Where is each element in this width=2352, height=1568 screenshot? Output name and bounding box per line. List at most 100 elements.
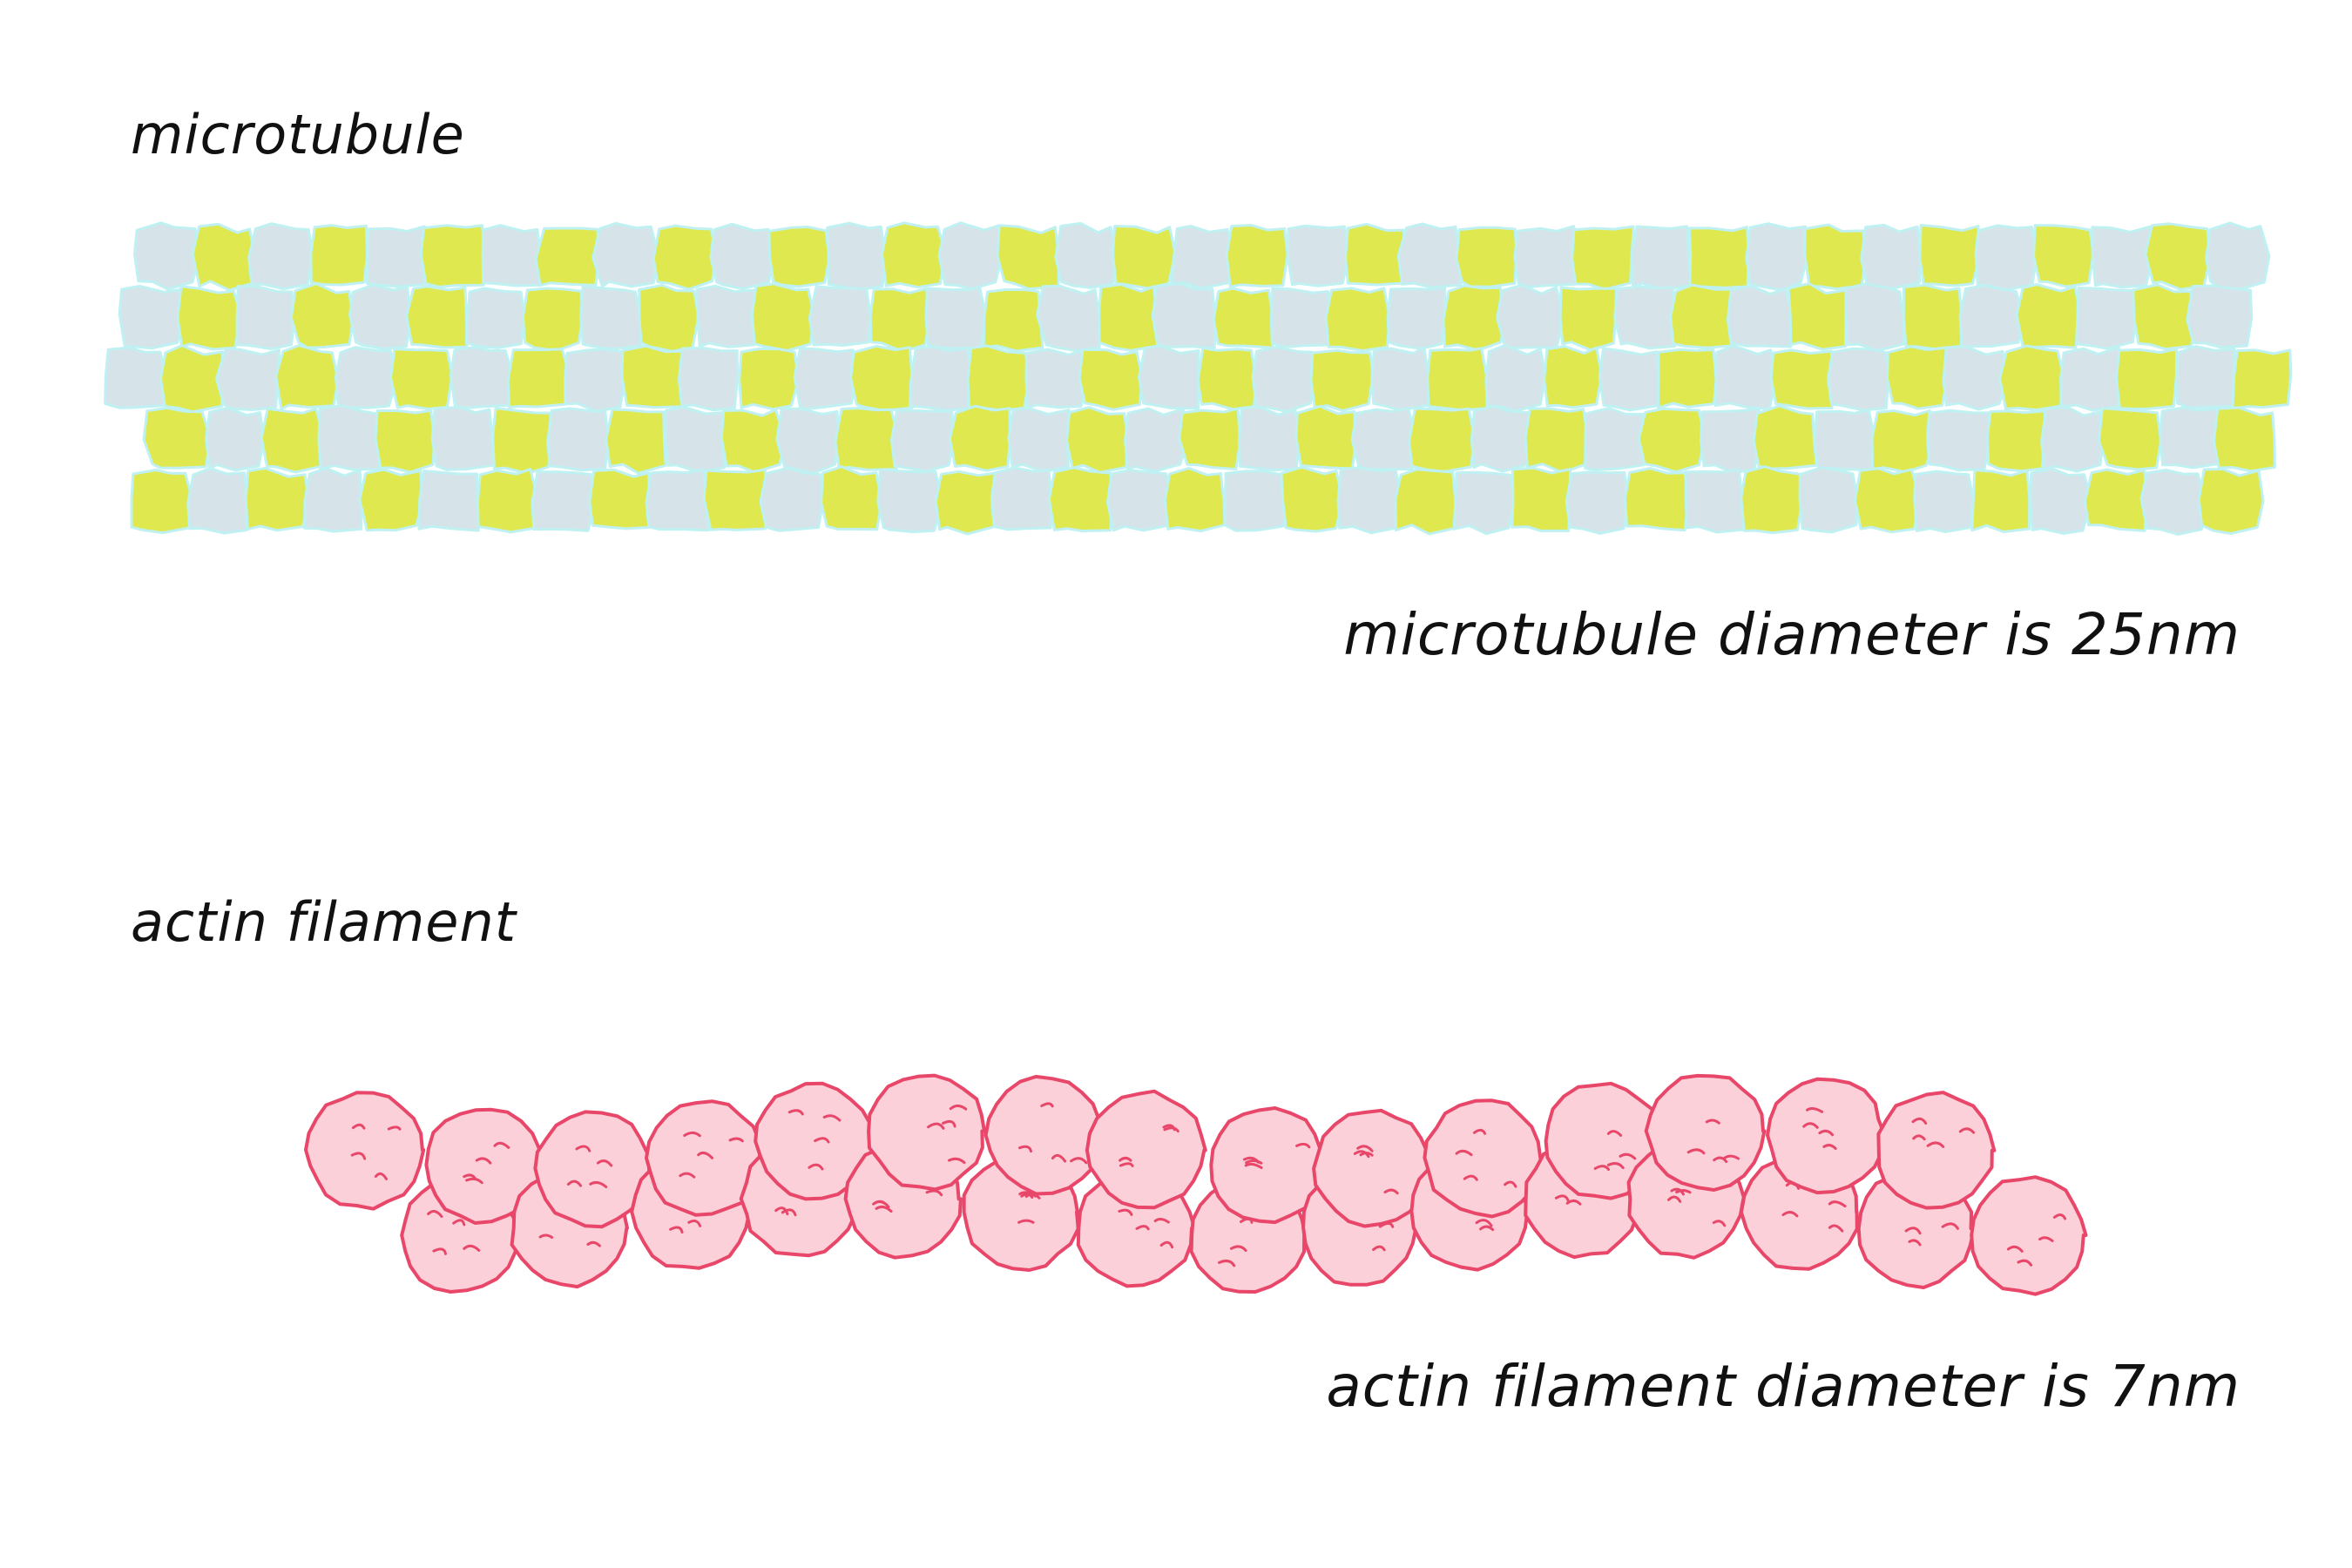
- beta-tubulin-subunit: [1065, 406, 1130, 474]
- beta-tubulin-subunit: [1225, 224, 1289, 288]
- beta-tubulin-subunit: [966, 344, 1031, 412]
- g-actin-monomer: [424, 1107, 544, 1225]
- beta-tubulin-subunit: [1212, 287, 1274, 349]
- alpha-tubulin-subunit: [1958, 284, 2024, 348]
- beta-tubulin-subunit: [2197, 468, 2265, 535]
- beta-tubulin-subunit: [1998, 344, 2065, 412]
- alpha-tubulin-subunit: [909, 345, 972, 412]
- beta-tubulin-subunit: [2083, 468, 2148, 532]
- alpha-tubulin-subunit: [1251, 345, 1315, 413]
- beta-tubulin-subunit: [1985, 409, 2046, 473]
- alpha-tubulin-subunit: [1170, 225, 1236, 290]
- alpha-tubulin-subunit: [348, 283, 413, 351]
- beta-tubulin-subunit: [1098, 283, 1159, 352]
- alpha-tubulin-subunit: [1036, 284, 1101, 353]
- alpha-tubulin-subunit: [366, 225, 428, 288]
- beta-tubulin-subunit: [1111, 225, 1177, 290]
- beta-tubulin-subunit: [2144, 222, 2212, 291]
- beta-tubulin-subunit: [389, 348, 454, 410]
- actin-filament-title: actin filament: [131, 890, 517, 954]
- alpha-tubulin-subunit: [1813, 409, 1876, 471]
- alpha-tubulin-subunit: [1727, 285, 1794, 348]
- alpha-tubulin-subunit: [1350, 407, 1417, 471]
- alpha-tubulin-subunit: [808, 285, 872, 347]
- alpha-tubulin-subunit: [1452, 470, 1516, 536]
- beta-tubulin-subunit: [996, 224, 1061, 291]
- alpha-tubulin-subunit: [564, 348, 627, 413]
- beta-tubulin-subunit: [868, 287, 931, 353]
- g-actin-monomer: [1312, 1108, 1432, 1228]
- beta-tubulin-subunit: [1408, 407, 1476, 473]
- alpha-tubulin-subunit: [826, 221, 888, 292]
- alpha-tubulin-subunit: [2175, 345, 2236, 409]
- beta-tubulin-subunit: [1047, 466, 1114, 532]
- alpha-tubulin-subunit: [1106, 469, 1173, 532]
- alpha-tubulin-subunit: [937, 221, 1004, 291]
- alpha-tubulin-subunit: [1224, 470, 1288, 532]
- alpha-tubulin-subunit: [759, 466, 826, 532]
- beta-tubulin-subunit: [358, 468, 424, 532]
- beta-tubulin-subunit: [274, 344, 340, 410]
- beta-tubulin-subunit: [638, 283, 700, 353]
- microtubule-diameter-label: microtubule diameter is 25nm: [1343, 601, 2240, 668]
- alpha-tubulin-subunit: [1613, 285, 1680, 350]
- g-actin-monomer: [1970, 1175, 2088, 1296]
- beta-tubulin-subunit: [702, 468, 768, 531]
- beta-tubulin-subunit: [1769, 348, 1835, 410]
- beta-tubulin-subunit: [142, 406, 212, 470]
- beta-tubulin-subunit: [1196, 347, 1258, 411]
- alpha-tubulin-subunit: [1269, 287, 1334, 348]
- alpha-tubulin-subunit: [417, 470, 480, 532]
- alpha-tubulin-subunit: [1496, 283, 1565, 349]
- alpha-tubulin-subunit: [678, 346, 740, 412]
- alpha-tubulin-subunit: [2159, 406, 2220, 470]
- alpha-tubulin-subunit: [1396, 222, 1463, 289]
- beta-tubulin-subunit: [1558, 286, 1618, 352]
- beta-tubulin-subunit: [767, 226, 831, 288]
- beta-tubulin-subunit: [1623, 467, 1690, 532]
- alpha-tubulin-subunit: [1798, 466, 1859, 534]
- beta-tubulin-subunit: [1280, 465, 1345, 533]
- alpha-tubulin-subunit: [890, 409, 955, 473]
- alpha-tubulin-subunit: [1827, 347, 1890, 412]
- alpha-tubulin-subunit: [579, 285, 643, 351]
- alpha-tubulin-subunit: [2059, 346, 2121, 412]
- alpha-tubulin-subunit: [1054, 221, 1120, 289]
- alpha-tubulin-subunit: [132, 221, 201, 291]
- alpha-tubulin-subunit: [215, 347, 280, 411]
- beta-tubulin-subunit: [1637, 407, 1707, 474]
- beta-tubulin-subunit: [834, 407, 901, 471]
- beta-tubulin-subunit: [1163, 467, 1227, 533]
- alpha-tubulin-subunit: [2139, 469, 2207, 536]
- beta-tubulin-subunit: [491, 407, 553, 475]
- beta-tubulin-subunit: [1294, 404, 1357, 470]
- alpha-tubulin-subunit: [1151, 282, 1217, 349]
- beta-tubulin-subunit: [738, 347, 801, 411]
- alpha-tubulin-subunit: [1024, 348, 1090, 409]
- beta-tubulin-subunit: [1324, 287, 1391, 353]
- alpha-tubulin-subunit: [430, 406, 496, 471]
- beta-tubulin-subunit: [880, 221, 947, 289]
- actin-filament-illustration: [304, 1073, 2088, 1296]
- beta-tubulin-subunit: [1078, 348, 1144, 411]
- actin-monomer-chain: [304, 1073, 2088, 1296]
- alpha-tubulin-subunit: [2075, 287, 2138, 350]
- beta-tubulin-subunit: [244, 467, 311, 532]
- beta-tubulin-subunit: [849, 344, 914, 412]
- alpha-tubulin-subunit: [645, 468, 710, 532]
- beta-tubulin-subunit: [1752, 404, 1818, 470]
- alpha-tubulin-subunit: [481, 224, 543, 287]
- alpha-tubulin-subunit: [1470, 404, 1531, 473]
- g-actin-monomer: [1423, 1098, 1543, 1219]
- alpha-tubulin-subunit: [247, 222, 314, 291]
- alpha-tubulin-subunit: [1700, 408, 1763, 475]
- alpha-tubulin-subunit: [1124, 407, 1189, 473]
- beta-tubulin-subunit: [309, 224, 368, 287]
- beta-tubulin-subunit: [506, 348, 572, 409]
- beta-tubulin-subunit: [289, 282, 355, 349]
- beta-tubulin-subunit: [1970, 469, 2031, 533]
- alpha-tubulin-subunit: [1584, 407, 1646, 471]
- beta-tubulin-subunit: [652, 224, 718, 291]
- beta-tubulin-subunit: [1787, 282, 1848, 351]
- alpha-tubulin-subunit: [335, 346, 398, 409]
